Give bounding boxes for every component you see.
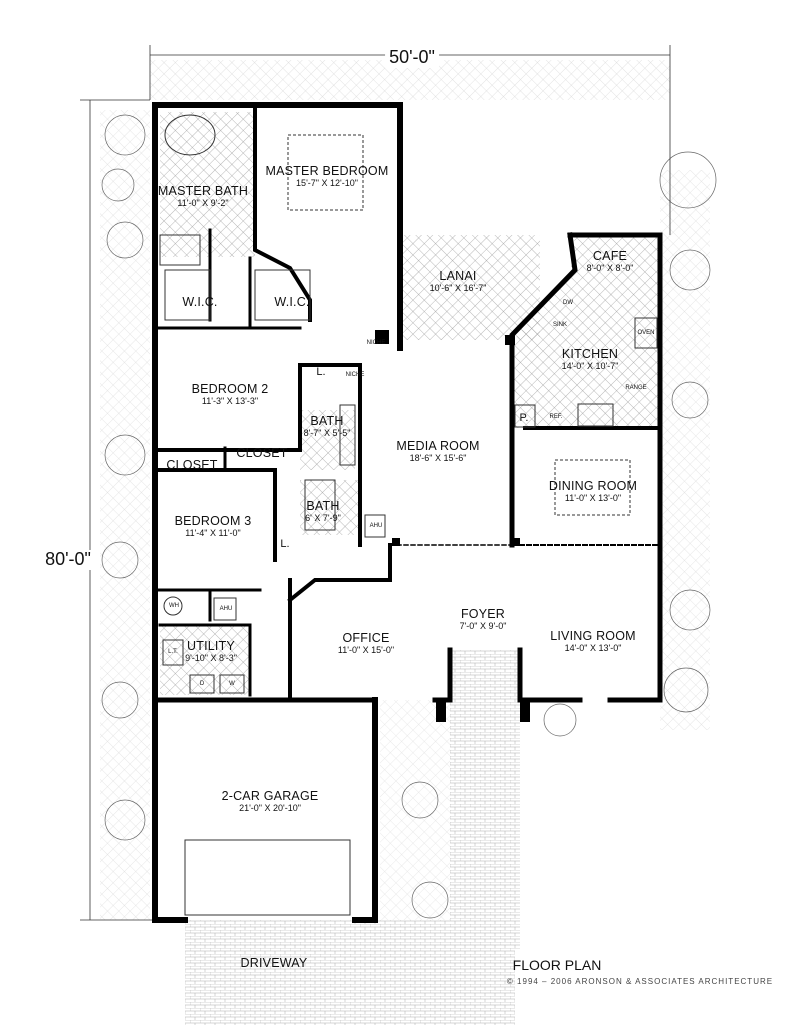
water-heater-label: WH [169, 603, 179, 609]
overall-width-label: 50'-0" [385, 47, 439, 68]
linen-label-1: L. [316, 366, 326, 378]
oven-label: OVEN [637, 330, 655, 336]
laundry-tub-label: L.T. [168, 649, 178, 655]
washer-label: W [229, 681, 235, 687]
room-closet-2: CLOSET [236, 446, 288, 460]
floor-finishes [160, 112, 660, 1025]
fixtures [159, 114, 658, 916]
dishwasher-label: DW [563, 300, 573, 306]
room-wic-1: W.I.C. [182, 295, 218, 309]
niche-label-2: NICHE [345, 372, 365, 378]
floor-plan-title: FLOOR PLAN [512, 957, 602, 973]
room-closet-1: CLOSET [166, 458, 218, 472]
room-driveway: DRIVEWAY [240, 956, 308, 970]
columns [375, 330, 530, 722]
pantry-label: P. [519, 412, 529, 424]
walls [152, 102, 663, 923]
copyright-notice: © 1994 – 2006 ARONSON & ASSOCIATES ARCHI… [506, 977, 774, 986]
linen-label-2: L. [280, 538, 290, 550]
room-wic-2: W.I.C. [274, 295, 310, 309]
dryer-label: D [199, 681, 205, 687]
overall-depth-label: 80'-0" [45, 549, 91, 570]
ahu-label-2: AHU [219, 606, 233, 612]
niche-label-1: NICHE [366, 340, 386, 346]
ahu-label-1: AHU [369, 523, 383, 529]
range-label: RANGE [625, 385, 647, 391]
sink-label: SINK [552, 322, 568, 328]
ref-label: REF. [549, 414, 563, 420]
